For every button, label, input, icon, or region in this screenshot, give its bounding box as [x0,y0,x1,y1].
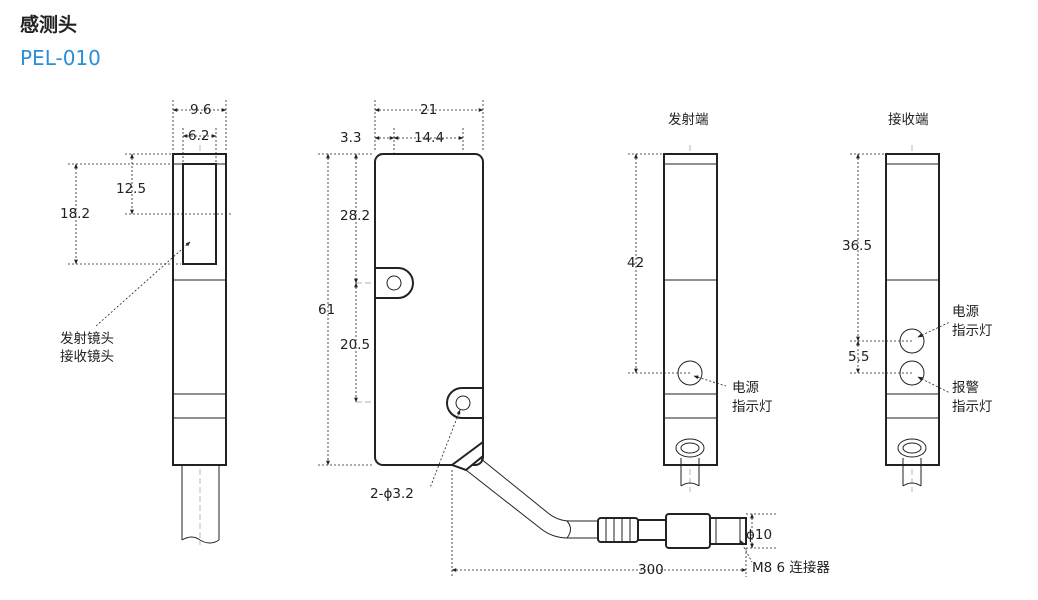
receiver-title: 接收端 [888,111,929,128]
dim-28-2: 28.2 [340,208,370,224]
emitter-body [663,153,718,466]
receiver-power-label-line2: 指示灯 [952,323,993,339]
emitter-view: 发射端 42 电源 指示灯 [627,112,773,492]
model-number: PEL-010 [20,46,101,70]
connector-label: M8 6 连接器 [752,559,830,576]
cable [465,469,598,539]
cable-length: 300 [638,562,664,578]
connector-body [709,517,747,545]
emitter-led-label-line1: 电源 [732,380,760,396]
dim-width-outer: 9.6 [190,102,211,118]
lens-label-line1: 发射镜头 [60,331,114,347]
connector-head [665,513,711,549]
cable-gland [449,440,484,472]
receiver-alarm-label-line2: 指示灯 [952,399,993,415]
dim-36-5: 36.5 [842,238,872,254]
mount-hole-top [374,267,414,299]
connector-grip [597,517,639,543]
dim-5-5: 5.5 [848,349,869,365]
lens-label-line2: 接收镜头 [60,348,114,365]
receiver-body [885,153,940,466]
connector-neck [637,519,667,541]
dim-20-5: 20.5 [340,337,370,353]
side-view: 9.6 6.2 12.5 18.2 发射镜头 接收镜头 [60,100,232,545]
mount-hole-bottom [446,387,484,419]
emitter-title: 发射端 [668,112,709,128]
sensor-body-front [374,153,484,466]
connector-diameter: ϕ10 [746,527,772,543]
dim-12-5: 12.5 [116,181,146,197]
lens-window [182,163,217,265]
dim-42: 42 [627,255,644,271]
dim-18-2: 18.2 [60,206,90,222]
hole-label: 2-ϕ3.2 [370,486,414,502]
dim-width-lens: 6.2 [188,128,209,144]
receiver-view: 接收端 36.5 5.5 电源 指示灯 报警 指示灯 [842,111,993,492]
dim-3-3: 3.3 [340,130,361,146]
front-view: 21 3.3 14.4 61 28.2 20.5 2-ϕ3.2 ϕ10 300 … [318,100,830,578]
dim-14-4: 14.4 [414,130,444,146]
dim-21: 21 [420,102,437,118]
receiver-power-label-line1: 电源 [952,304,980,320]
page-title: 感测头 [20,14,78,36]
dim-61: 61 [318,302,335,318]
emitter-led-label-line2: 指示灯 [732,399,773,415]
receiver-alarm-label-line1: 报警 [952,380,979,396]
